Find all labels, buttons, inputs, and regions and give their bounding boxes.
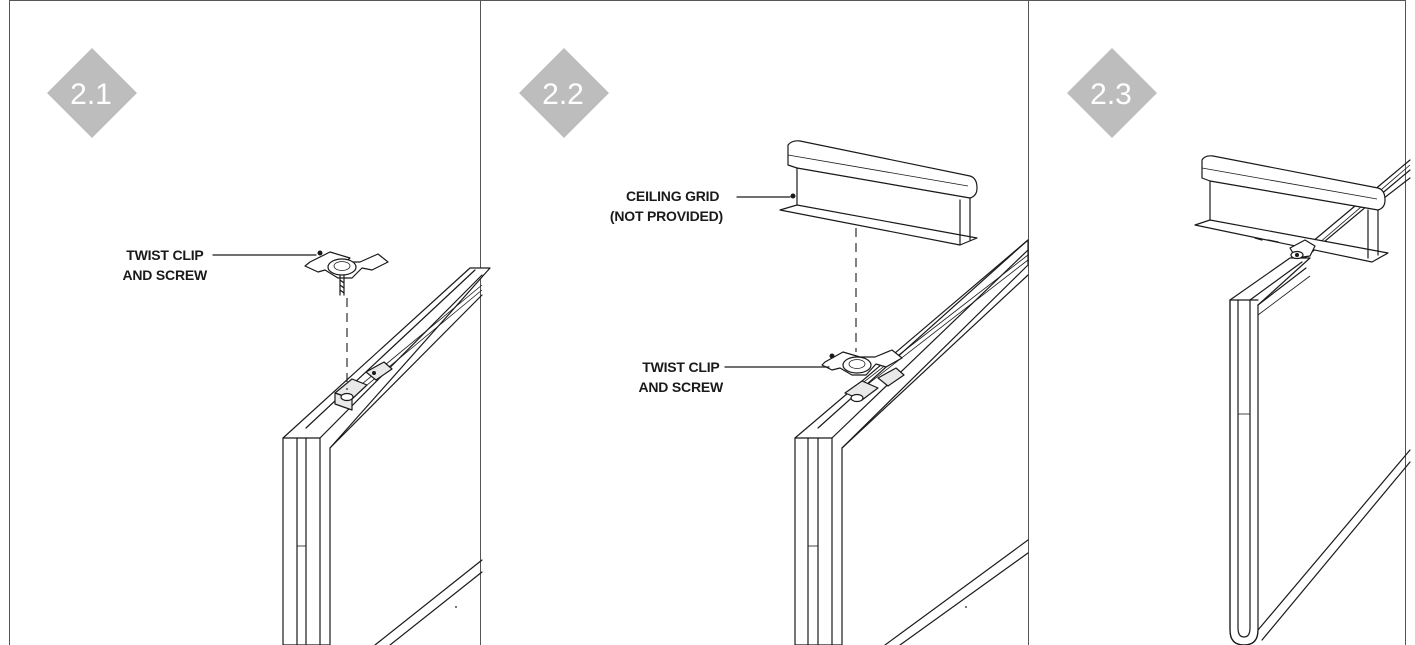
callout-line-2: (NOT PROVIDED) <box>610 208 723 224</box>
step-badge-diamond <box>1067 48 1157 138</box>
dot-mark <box>455 606 457 608</box>
step-badge-2: 2.2 <box>519 48 609 138</box>
ceiling-grid <box>1194 155 1389 263</box>
step-number: 2.1 <box>70 78 112 111</box>
twist-clip <box>304 250 389 296</box>
callout-twist-clip: TWIST CLIP AND SCREW <box>122 247 317 283</box>
callout-label: TWIST CLIP AND SCREW <box>638 359 724 395</box>
panel-step-1: 2.1 <box>47 48 491 645</box>
panel-frames <box>9 0 1406 645</box>
callout-label: TWIST CLIP AND SCREW <box>122 247 208 283</box>
step-badge-diamond <box>519 48 609 138</box>
frame-border <box>9 0 1406 645</box>
callout-label: CEILING GRID (NOT PROVIDED) <box>610 188 723 224</box>
callout-line-1: TWIST CLIP <box>642 359 719 375</box>
callout-line-2: AND SCREW <box>638 379 724 395</box>
wall-panel <box>794 239 1029 645</box>
panel-step-3: 2.3 <box>1067 48 1411 645</box>
callout-twist-clip: TWIST CLIP AND SCREW <box>638 359 830 395</box>
u-shaped-panel <box>1229 257 1411 645</box>
ceiling-grid <box>779 140 978 246</box>
step-badge-diamond <box>47 48 137 138</box>
wall-panel <box>282 267 491 645</box>
twist-clip <box>1289 239 1316 260</box>
step-badge-1: 2.1 <box>47 48 137 138</box>
callout-line-2: AND SCREW <box>122 267 208 283</box>
step-number: 2.3 <box>1090 78 1132 111</box>
callout-ceiling-grid: CEILING GRID (NOT PROVIDED) <box>610 188 791 224</box>
panel-step-2: 2.2 <box>519 48 1029 645</box>
dot-mark <box>965 606 967 608</box>
callout-line-1: CEILING GRID <box>626 188 719 204</box>
step-badge-3: 2.3 <box>1067 48 1157 138</box>
step-number: 2.2 <box>542 78 584 111</box>
callout-line-1: TWIST CLIP <box>126 247 203 263</box>
